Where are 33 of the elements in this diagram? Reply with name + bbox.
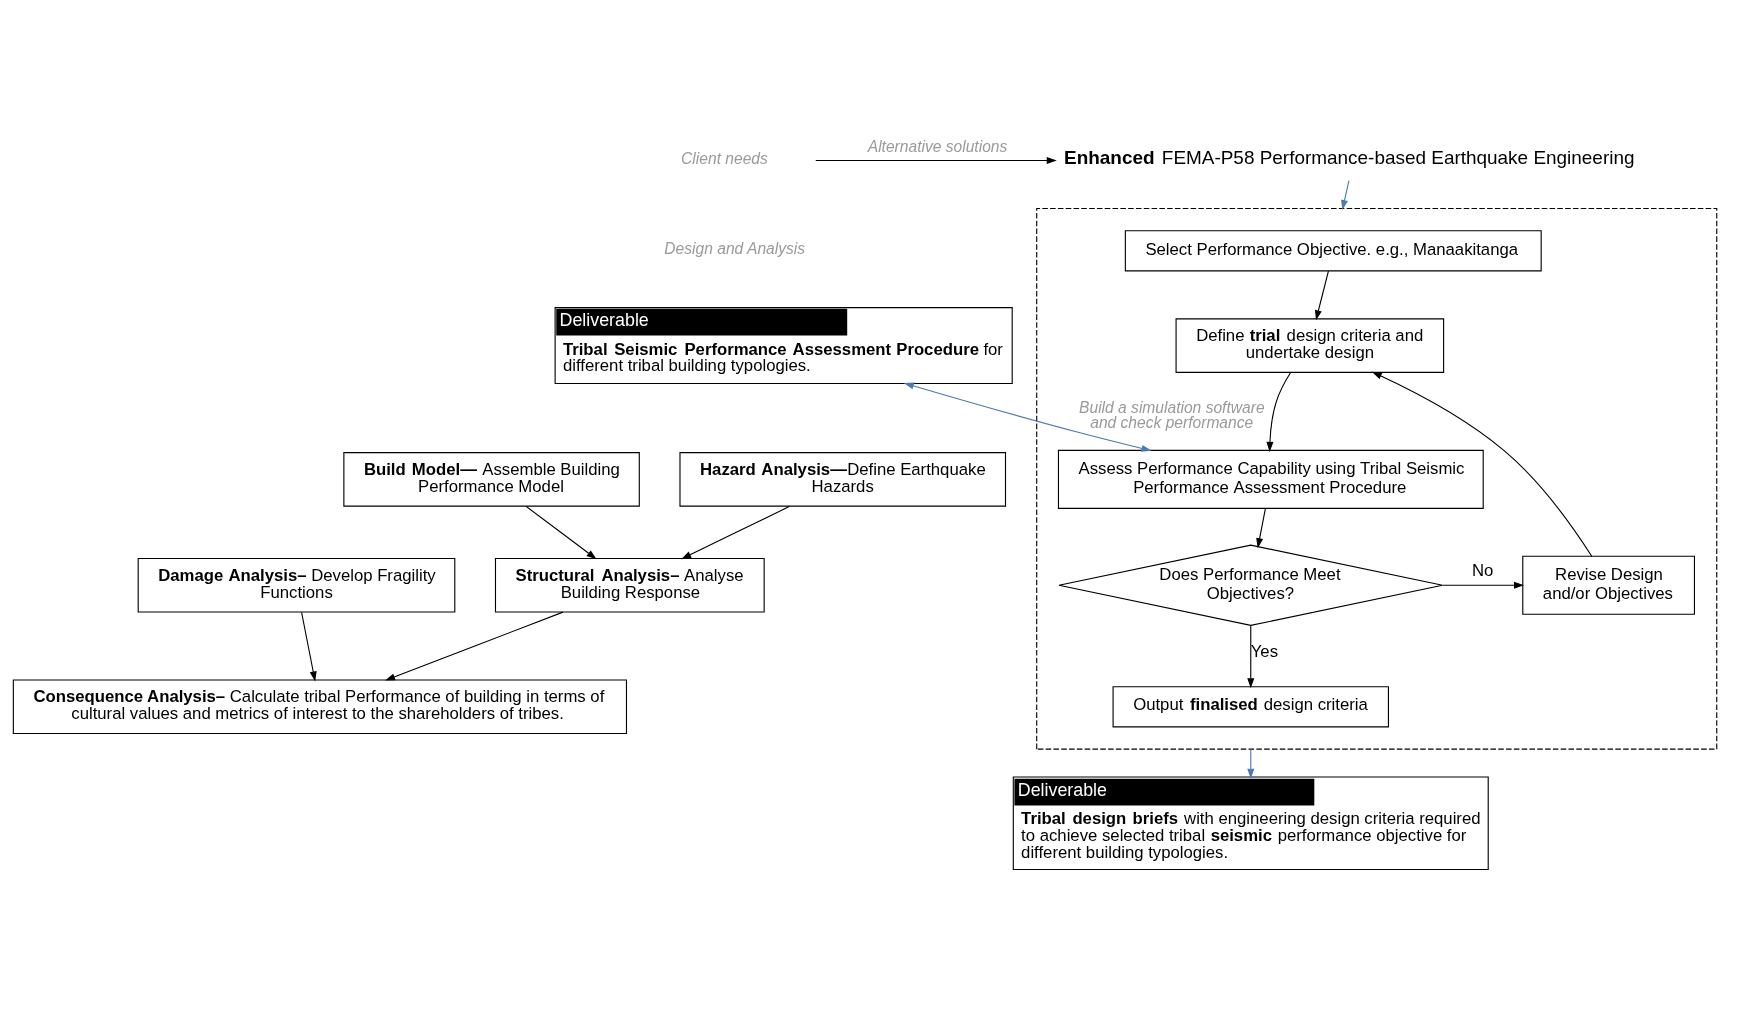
edge-label: Build a simulation software and check performance	[1079, 398, 1265, 432]
node-box: Build Model— Assemble Building Performance Model	[343, 452, 640, 507]
node-box: Hazard Analysis—Define Earthquake Hazards	[679, 452, 1007, 507]
arrow	[1442, 581, 1525, 589]
arrow	[681, 505, 791, 560]
arrow	[815, 157, 1057, 165]
edge-label: Alternative solutions	[867, 137, 1008, 155]
arrow	[1266, 372, 1291, 452]
node-box: Output finalised design criteria	[1112, 686, 1389, 728]
arrow	[525, 505, 597, 560]
node-box: Consequence Analysis– Calculate tribal Performance of building in terms of cultural values and metrics of interest to the shareholders of tribes.	[12, 679, 628, 735]
arrow	[1371, 371, 1593, 557]
node-box: Revise Design and/or Objectives	[1522, 555, 1695, 615]
node-diamond: Does Performance Meet Objectives?	[1058, 544, 1444, 626]
arrow	[1341, 180, 1350, 211]
arrow	[385, 611, 564, 681]
node-text: Enhanced FEMA-P58 Performance-based Earthquake Engineering	[1064, 146, 1635, 168]
node-box: Structural Analysis– Analyse Building Response	[494, 557, 765, 613]
node-box: Select Performance Objective. e.g., Manaakitanga	[1124, 230, 1542, 272]
arrow	[903, 382, 1152, 452]
node-box: Assess Performance Capability using Tribal Seismic Performance Assessment Procedure	[1057, 449, 1484, 509]
arrow	[1315, 270, 1329, 321]
arrow	[1247, 624, 1255, 689]
node-box: Define trial design criteria and undertake design	[1175, 318, 1445, 373]
edge-label: No	[1472, 561, 1494, 581]
arrow	[1256, 508, 1266, 549]
node-box: Damage Analysis– Develop Fragility Functions	[137, 557, 456, 613]
arrow	[1247, 748, 1255, 779]
label: Design and Analysis	[664, 239, 806, 257]
edge-label: Yes	[1250, 641, 1279, 661]
cluster	[1036, 207, 1718, 750]
arrow	[301, 611, 317, 682]
label: Client needs	[681, 149, 768, 167]
